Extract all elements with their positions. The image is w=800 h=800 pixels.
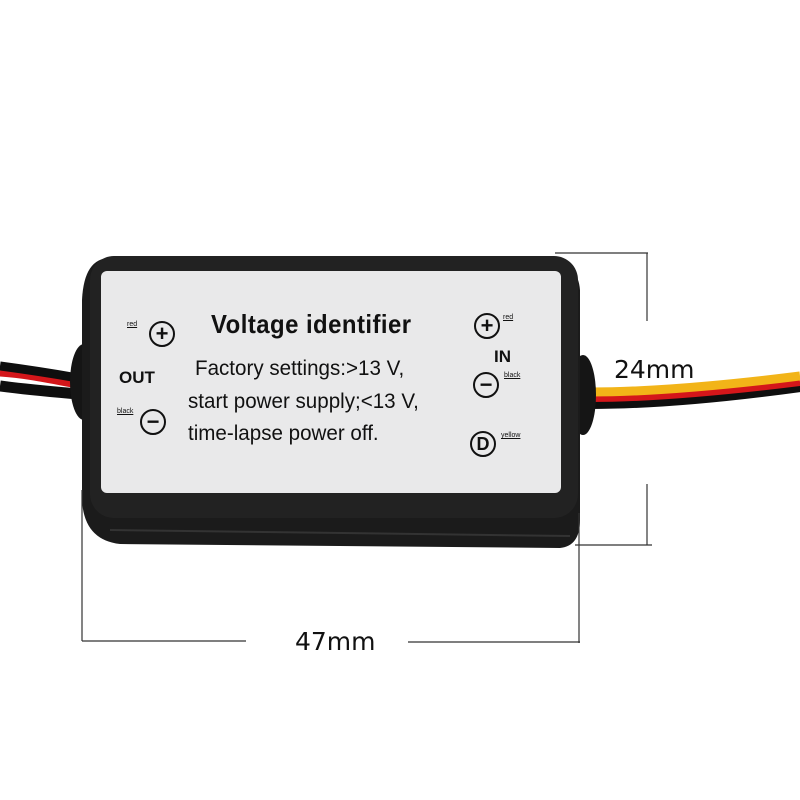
out-negative-terminal-icon: − [140, 409, 166, 435]
height-dimension-label: 24mm [614, 355, 695, 384]
in-negative-wire-label: black [504, 372, 521, 379]
out-negative-wire-label: black [117, 408, 134, 415]
out-positive-wire-label: red [127, 321, 138, 328]
description-line-1: Factory settings:>13 V, [195, 357, 405, 380]
in-negative-terminal-icon: − [473, 372, 499, 398]
in-positive-wire-label: red [503, 314, 514, 321]
in-d-wire-label: yellow [501, 432, 521, 439]
in-d-terminal-icon: D [470, 431, 496, 457]
label-sticker [101, 271, 561, 493]
description-line-3: time-lapse power off. [188, 422, 379, 445]
left-wires [0, 361, 79, 400]
width-dimension-label: 47mm [295, 627, 376, 656]
in-positive-terminal-icon: + [474, 313, 500, 339]
product-title: Voltage identifier [211, 309, 412, 339]
label-panel: Voltage identifier Factory settings:>13 … [101, 271, 561, 491]
right-wires [589, 371, 800, 409]
description-line-2: start power supply;<13 V, [188, 390, 419, 413]
out-positive-terminal-icon: + [149, 321, 175, 347]
dimension-lines [81, 252, 652, 643]
in-label: IN [494, 347, 511, 366]
out-label: OUT [119, 368, 155, 387]
